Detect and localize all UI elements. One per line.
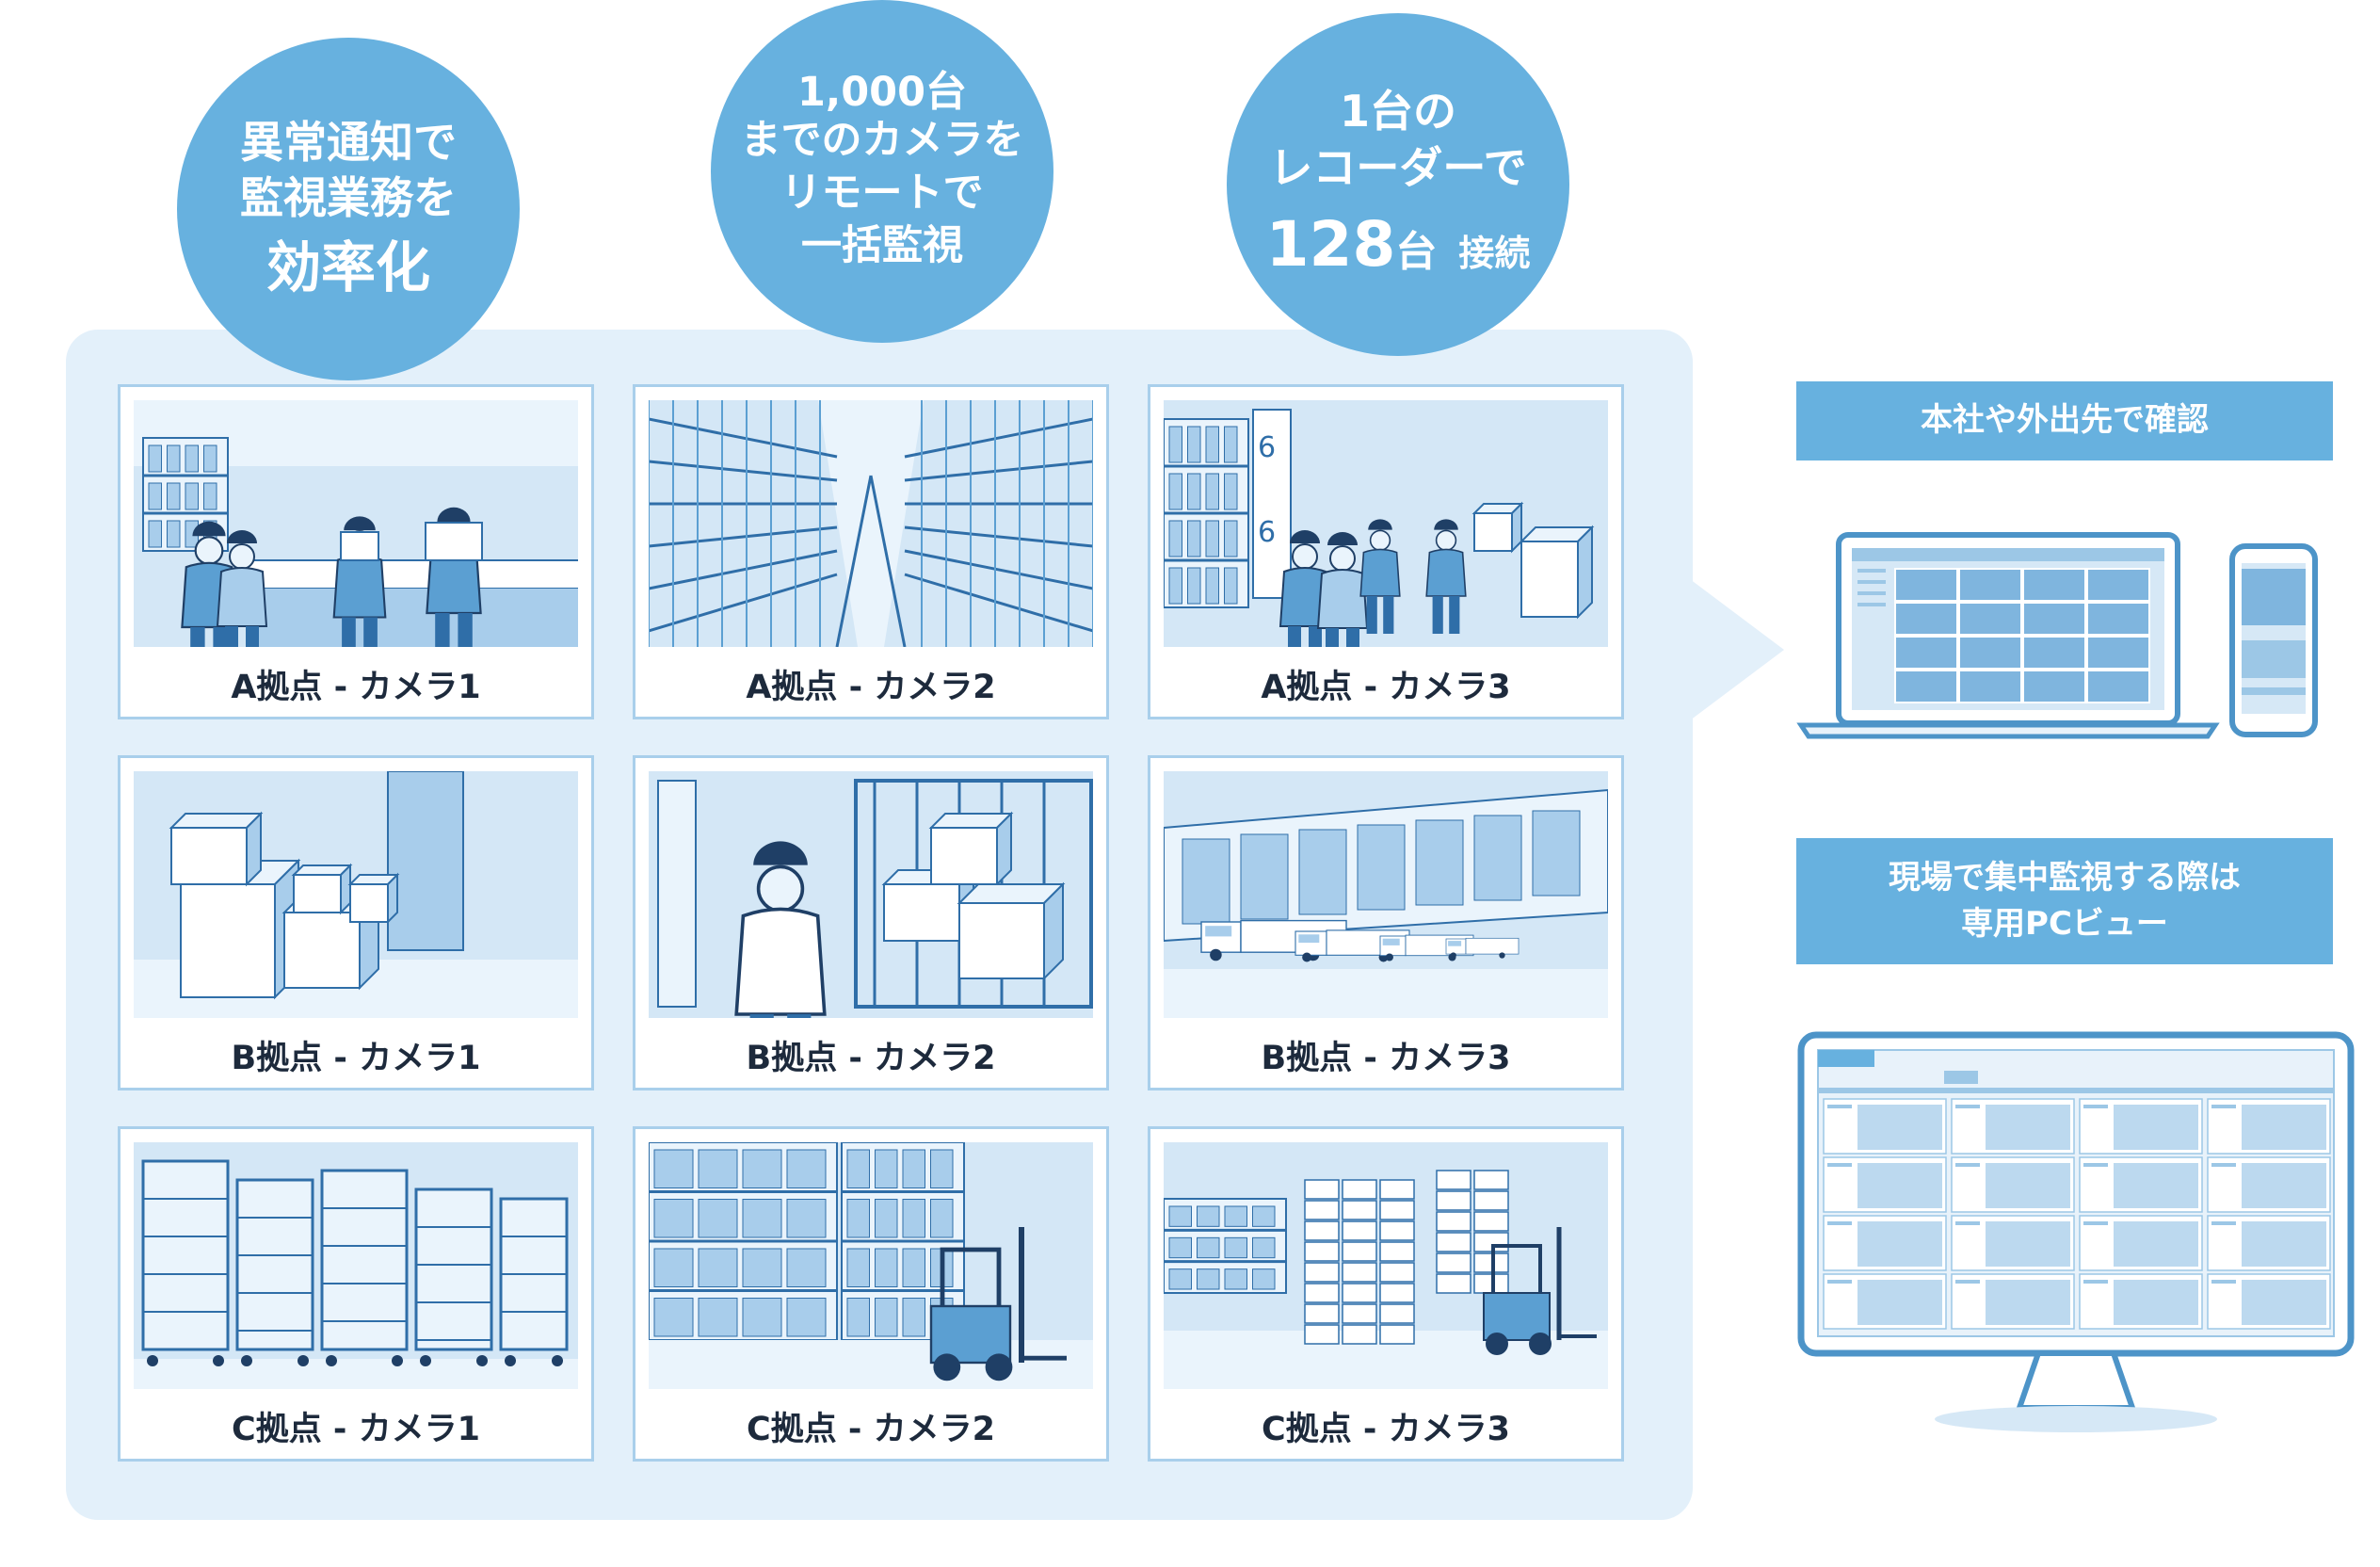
pc-view-header: 現場で集中監視する際は 専用PCビュー	[1796, 838, 2333, 964]
bubble-suffix: 接続	[1458, 232, 1531, 274]
bubble-line: までのカメラを	[740, 117, 1024, 165]
bubble-line: 異常通知で	[240, 116, 457, 168]
workers-shelves-scene: 6 6	[1164, 400, 1608, 647]
pc-monitor-icon	[1797, 1031, 2355, 1432]
bubble-line: 一括監視	[801, 222, 963, 270]
camera-tile[interactable]: B拠点 - カメラ1	[118, 755, 594, 1090]
camera-tile[interactable]: A拠点 - カメラ2	[633, 384, 1109, 719]
camera-label: B拠点 - カメラ2	[746, 1039, 996, 1077]
camera-tile[interactable]: C拠点 - カメラ2	[633, 1126, 1109, 1462]
camera-label: C拠点 - カメラ3	[1262, 1410, 1510, 1448]
camera-tile[interactable]: B拠点 - カメラ3	[1148, 755, 1624, 1090]
bubble-line: リモートで	[780, 170, 984, 218]
remote-view-header: 本社や外出先で確認	[1796, 381, 2333, 460]
camera-tile[interactable]: C拠点 - カメラ1	[118, 1126, 594, 1462]
worker-cart-scene	[649, 771, 1093, 1018]
pc-view-header-line: 専用PCビュー	[1961, 905, 2168, 943]
camera-label: A拠点 - カメラ1	[231, 668, 481, 706]
svg-text:6: 6	[1258, 516, 1276, 549]
roll-cages-scene	[134, 1142, 578, 1389]
feature-bubble-remote: 1,000台 までのカメラを リモートで 一括監視	[711, 0, 1053, 343]
pallets-forklift-scene	[1164, 1142, 1608, 1389]
camera-label: A拠点 - カメラ3	[1261, 668, 1511, 706]
bubble-number: 1,000	[796, 68, 925, 116]
warehouse-aisle-scene	[649, 400, 1093, 647]
bubble-line: 監視業務を	[240, 172, 457, 224]
loading-dock-trucks-scene	[1164, 771, 1608, 1018]
bubble-line: 1台の	[1339, 86, 1456, 137]
bubble-unit: 台	[1395, 227, 1438, 276]
forklift-shelves-scene	[649, 1142, 1093, 1389]
camera-label: B拠点 - カメラ3	[1261, 1039, 1511, 1077]
camera-tile[interactable]: C拠点 - カメラ3	[1148, 1126, 1624, 1462]
camera-label: C拠点 - カメラ2	[747, 1410, 995, 1448]
office-workers-scene	[134, 400, 578, 647]
bubble-number: 128	[1265, 207, 1396, 281]
camera-label: A拠点 - カメラ2	[746, 668, 996, 706]
camera-label: B拠点 - カメラ1	[231, 1039, 481, 1077]
svg-text:6: 6	[1258, 431, 1276, 464]
camera-label: C拠点 - カメラ1	[232, 1410, 480, 1448]
bubble-line: レコーダーで	[1269, 142, 1527, 194]
panel-pointer-arrow	[1690, 579, 1784, 720]
feature-bubble-recorder: 1台の レコーダーで 128台 接続	[1227, 13, 1569, 356]
camera-tile[interactable]: B拠点 - カメラ2	[633, 755, 1109, 1090]
bubble-emphasis: 効率化	[265, 235, 430, 300]
bubble-number-line: 1,000台	[796, 67, 967, 116]
boxes-room-scene	[134, 771, 578, 1018]
bubble-unit: 台	[925, 67, 967, 116]
laptop-icon	[1796, 532, 2318, 739]
camera-tile[interactable]: 6 6 A拠点 - カメラ3	[1148, 384, 1624, 719]
camera-tile[interactable]: A拠点 - カメラ1	[118, 384, 594, 719]
pc-view-header-line: 現場で集中監視する際は	[1889, 858, 2241, 897]
feature-bubble-alert: 異常通知で 監視業務を 効率化	[177, 38, 520, 380]
bubble-number-line: 128台 接続	[1266, 204, 1531, 285]
